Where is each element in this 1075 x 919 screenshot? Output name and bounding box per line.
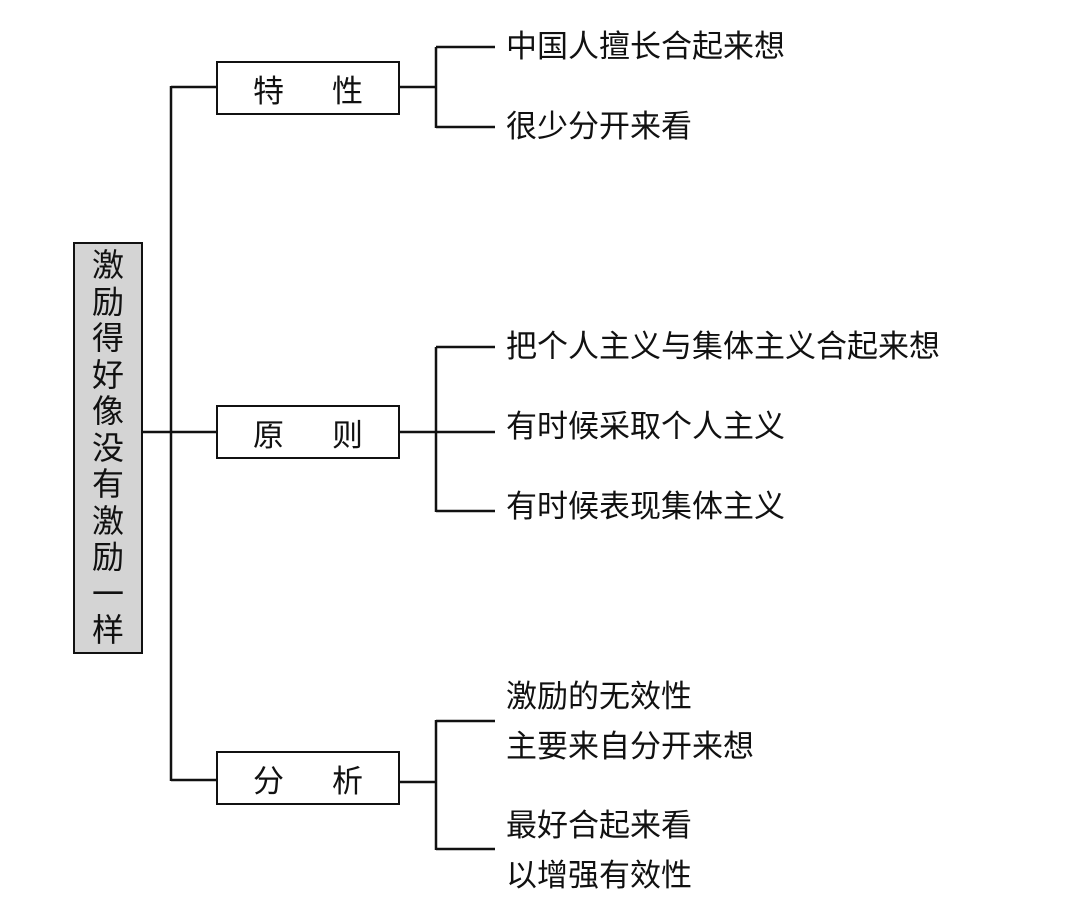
leaf-text: 把个人主义与集体主义合起来想 [506, 329, 940, 365]
analysis-item-2: 最好合起来看 以增强有效性 [506, 801, 692, 901]
root-char: 激 [91, 246, 124, 285]
root-char: 好 [91, 355, 124, 394]
leaf-text: 最好合起来看 [506, 808, 692, 844]
category-char: 析 [332, 763, 363, 800]
root-char: 得 [91, 319, 124, 358]
analysis-item-1: 激励的无效性 主要来自分开来想 [506, 672, 754, 772]
root-char: 励 [91, 538, 124, 577]
root-topic-box: 激 励 得 好 像 没 有 激 励 一 样 [73, 242, 143, 654]
category-char: 则 [332, 417, 363, 454]
root-char: 样 [91, 611, 124, 650]
category-char: 性 [332, 73, 363, 110]
leaf-text: 很少分开来看 [506, 109, 692, 145]
principles-item-3: 有时候表现集体主义 [506, 482, 785, 532]
root-char: 像 [91, 392, 124, 431]
principles-item-1: 把个人主义与集体主义合起来想 [506, 322, 940, 372]
leaf-text: 有时候表现集体主义 [506, 489, 785, 525]
traits-item-1: 中国人擅长合起来想 [506, 22, 785, 72]
traits-item-2: 很少分开来看 [506, 102, 692, 152]
category-char: 分 [253, 763, 284, 800]
category-char: 原 [253, 417, 284, 454]
leaf-text: 以增强有效性 [506, 858, 692, 894]
category-char: 特 [253, 73, 284, 110]
root-char: 励 [91, 282, 124, 321]
leaf-text: 中国人擅长合起来想 [506, 29, 785, 65]
category-box-principles: 原 则 [216, 405, 400, 459]
leaf-text: 主要来自分开来想 [506, 729, 754, 765]
root-char: 没 [91, 428, 124, 467]
principles-item-2: 有时候采取个人主义 [506, 402, 785, 452]
category-box-traits: 特 性 [216, 61, 400, 115]
category-box-analysis: 分 析 [216, 751, 400, 805]
root-char: 激 [91, 501, 124, 540]
root-char: 有 [91, 465, 124, 504]
root-char: 一 [91, 574, 124, 613]
leaf-text: 激励的无效性 [506, 679, 692, 715]
leaf-text: 有时候采取个人主义 [506, 409, 785, 445]
